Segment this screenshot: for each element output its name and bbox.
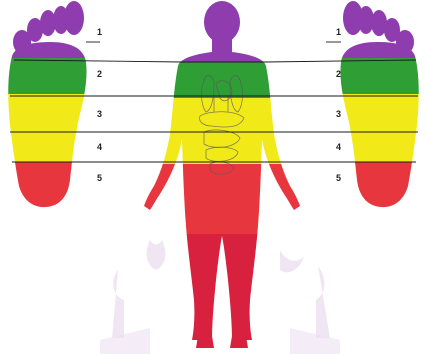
- left-zone-number-3: 3: [97, 109, 102, 119]
- left-foot-zone-3: [0, 94, 100, 132]
- right-zone-number-1: 1: [336, 27, 341, 37]
- right-zone-number-2: 2: [336, 69, 341, 79]
- right-foot-sole: [330, 0, 427, 212]
- left-foot-zone-1: [0, 0, 100, 58]
- left-foot-zone-5: [0, 162, 100, 212]
- right-zone-number-3: 3: [336, 109, 341, 119]
- left-foot-sole: [0, 0, 100, 212]
- left-zone-labels: 1 2 3 4 5: [97, 27, 102, 183]
- right-zone-number-5: 5: [336, 173, 341, 183]
- right-foot-zone-4: [330, 132, 427, 162]
- right-zone-labels: 1 2 3 4 5: [336, 27, 341, 183]
- body-zone-chest: [130, 62, 310, 98]
- left-zone-number-1: 1: [97, 27, 102, 37]
- body-zone-head: [130, 0, 310, 62]
- watermark: [100, 240, 340, 354]
- left-foot-zone-2: [0, 58, 100, 94]
- right-foot-zone-2: [330, 58, 427, 94]
- right-foot-zone-5: [330, 162, 427, 212]
- left-zone-number-5: 5: [97, 173, 102, 183]
- left-foot-zone-4: [0, 132, 100, 162]
- right-foot-zone-1: [330, 0, 427, 58]
- right-foot-zone-3: [330, 94, 427, 132]
- right-zone-number-4: 4: [336, 142, 341, 152]
- body-zone-abdomen: [130, 98, 310, 164]
- left-zone-number-4: 4: [97, 142, 102, 152]
- left-zone-number-2: 2: [97, 69, 102, 79]
- human-figure: [130, 0, 310, 354]
